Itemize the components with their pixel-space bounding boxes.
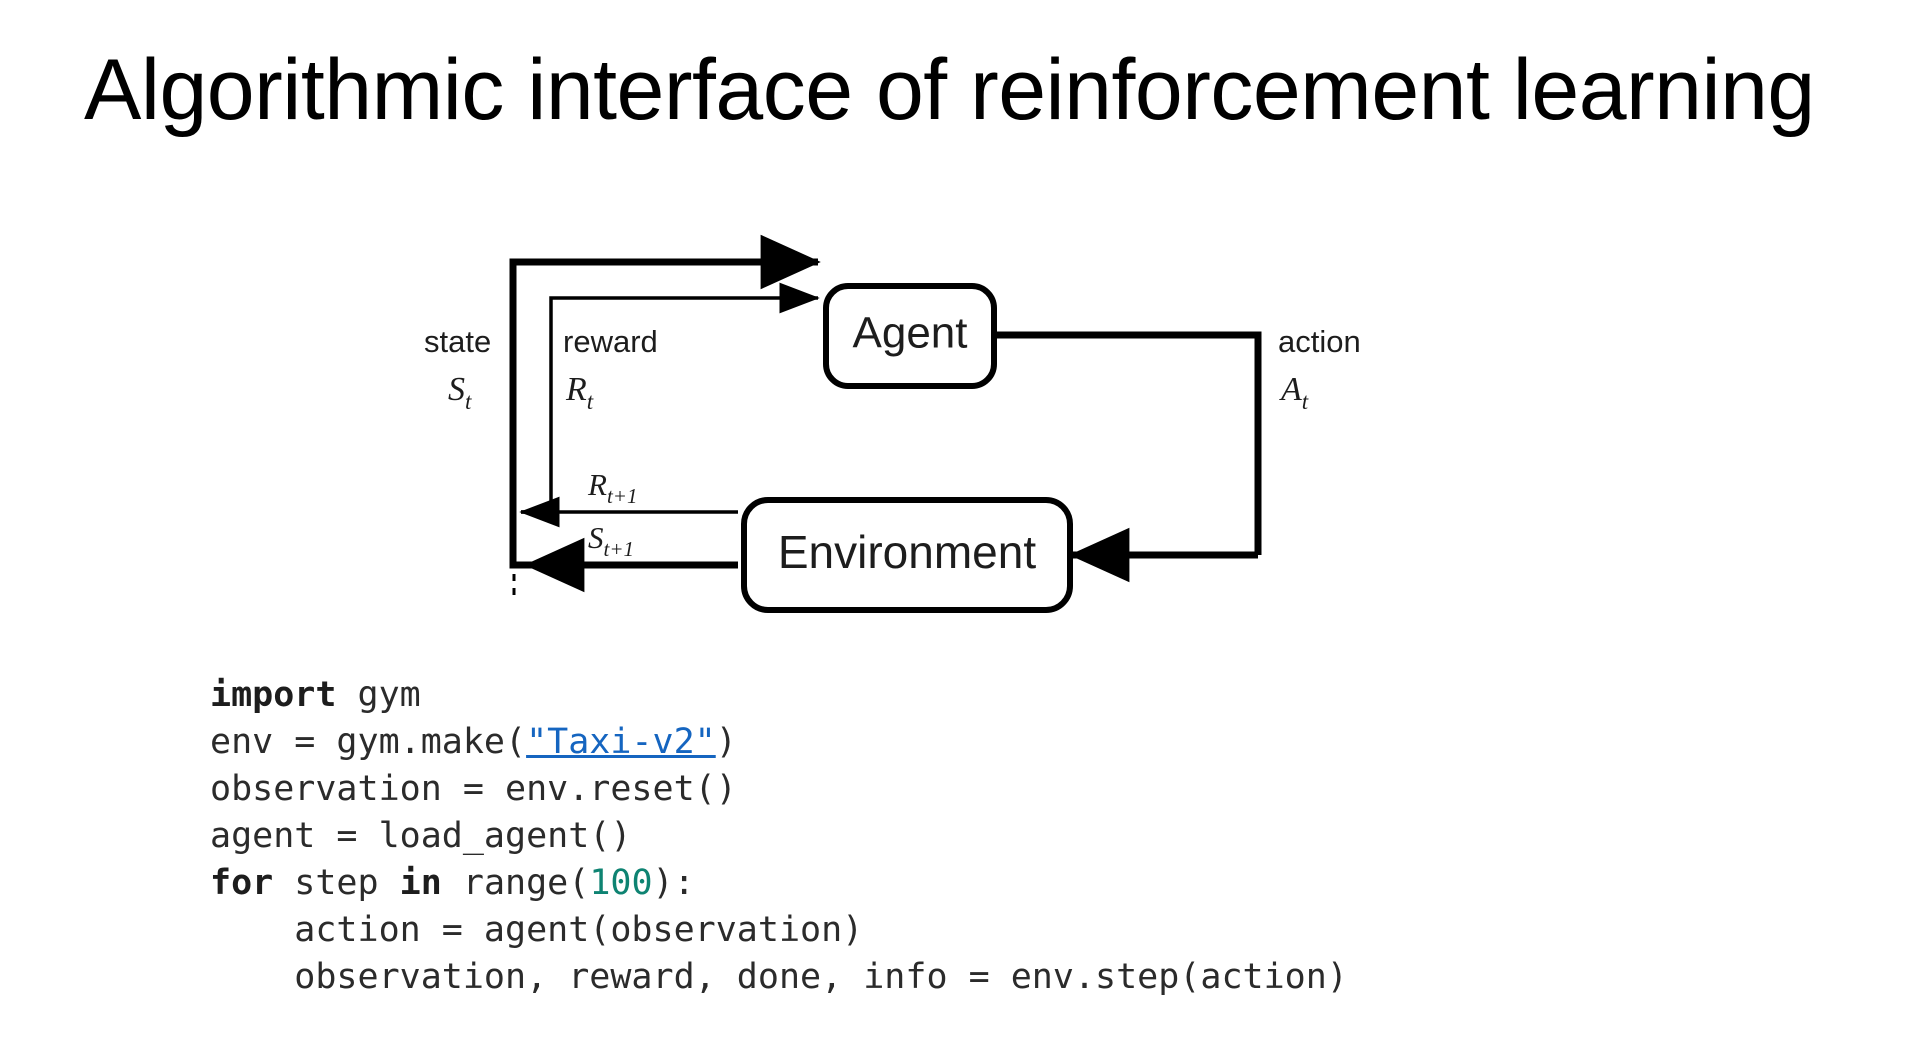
next-reward-sub: t+1	[607, 484, 638, 508]
agent-box	[823, 283, 997, 389]
code-link-taxi-v2[interactable]: "Taxi-v2"	[526, 722, 716, 762]
code-line: action = agent(observation)	[210, 907, 1348, 954]
code-text: observation = env.reset()	[210, 769, 737, 809]
next-reward-label: Rt+1	[587, 467, 637, 508]
state-symbol-base: S	[448, 371, 465, 408]
page-title: Algorithmic interface of reinforcement l…	[84, 42, 1815, 138]
code-text: env = gym.make(	[210, 722, 527, 762]
code-line: import gym	[210, 672, 1348, 719]
action-symbol-sub: t	[1302, 389, 1309, 414]
environment-label: Environment	[778, 526, 1036, 578]
code-line: agent = load_agent()	[210, 813, 1348, 860]
code-text: agent = load_agent()	[210, 816, 632, 856]
reward-label-word: reward	[563, 324, 658, 359]
code-number: 100	[589, 863, 653, 903]
state-label-word: state	[424, 324, 491, 359]
code-keyword: for	[210, 863, 274, 903]
rl-loop-diagram: Agent Environment state St reward Rt act…	[0, 200, 1920, 640]
agent-node: Agent	[823, 283, 997, 389]
code-text: gym	[336, 675, 421, 715]
action-edge-path-segment	[990, 331, 1262, 555]
code-keyword: import	[210, 675, 337, 715]
code-line: env = gym.make("Taxi-v2")	[210, 719, 1348, 766]
code-line: for step in range(100):	[210, 860, 1348, 907]
state-symbol-sub: t	[465, 389, 472, 414]
code-text: action = agent(observation)	[210, 910, 864, 950]
reward-symbol-sub: t	[587, 389, 594, 414]
code-text: ):	[652, 863, 695, 903]
code-line: observation, reward, done, info = env.st…	[210, 954, 1348, 1001]
action-label-word: action	[1278, 324, 1361, 359]
agent-environment-diagram-svg: Agent Environment state St reward Rt act…	[424, 234, 1361, 613]
action-symbol-base: A	[1279, 371, 1302, 408]
code-text: range(	[441, 863, 590, 903]
code-text: observation, reward, done, info = env.st…	[210, 957, 1348, 997]
next-state-label: St+1	[588, 520, 634, 561]
environment-box	[741, 497, 1073, 613]
reward-label-symbol: Rt	[565, 371, 594, 414]
environment-node: Environment	[741, 497, 1073, 613]
next-state-base: S	[588, 520, 604, 555]
next-reward-base: R	[587, 467, 607, 502]
state-label-symbol: St	[448, 371, 472, 414]
code-text: )	[715, 722, 737, 762]
code-keyword: in	[399, 863, 442, 903]
state-edge-path	[509, 234, 821, 470]
agent-label: Agent	[853, 309, 968, 358]
reward-symbol-base: R	[565, 371, 587, 408]
action-label-symbol: At	[1279, 371, 1309, 414]
code-text: step	[273, 863, 400, 903]
code-line: observation = env.reset()	[210, 766, 1348, 813]
next-state-sub: t+1	[604, 537, 635, 561]
reward-edge-path	[549, 282, 820, 433]
